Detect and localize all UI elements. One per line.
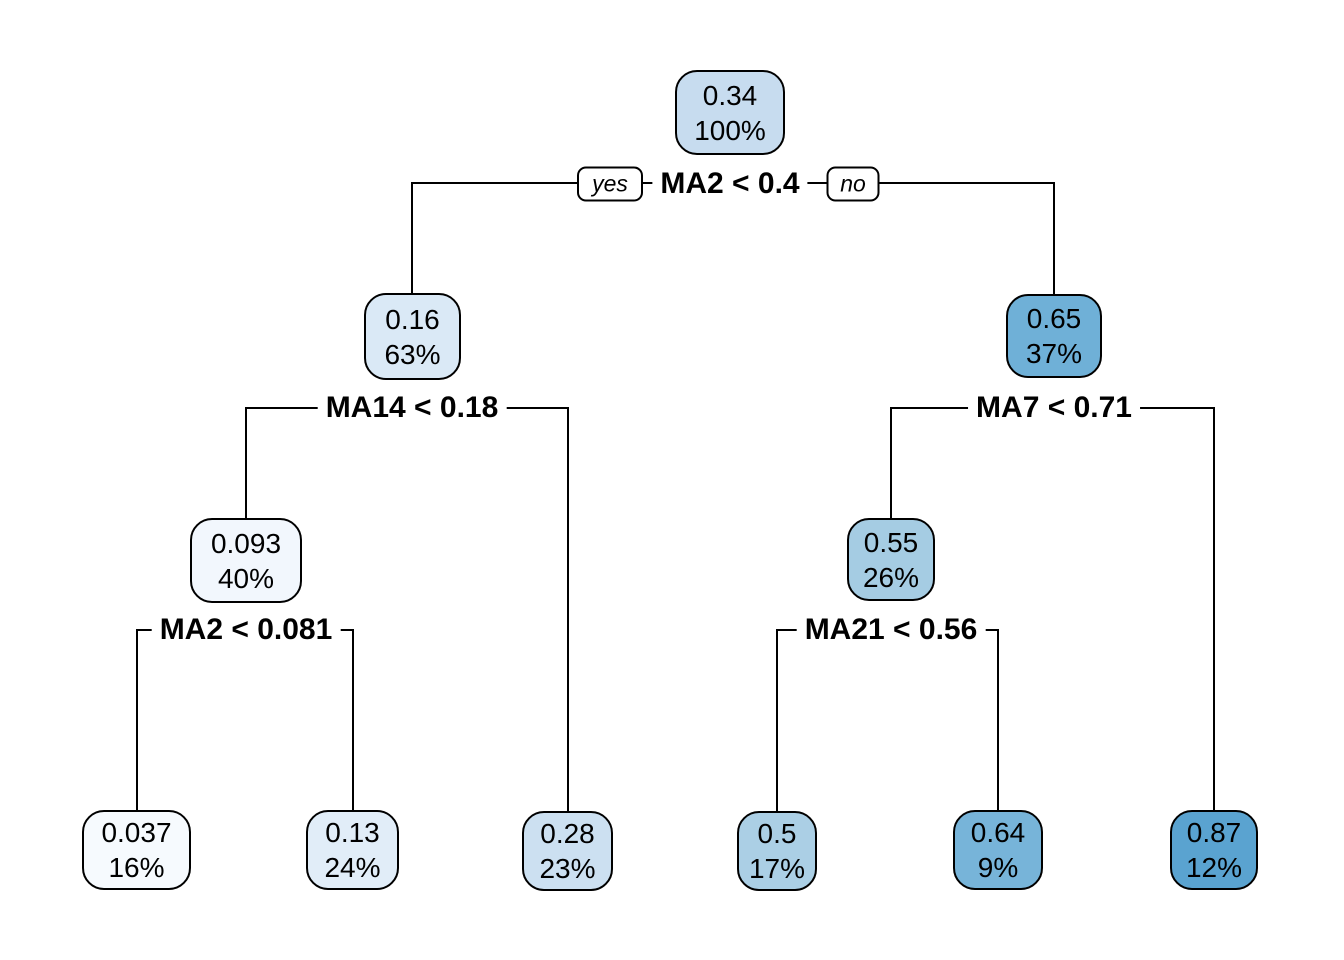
node-percent: 40% [217, 562, 275, 594]
split-label-ma21: MA21 < 0.56 [796, 613, 986, 647]
leaf-node-6: 0.87 12% [1170, 810, 1258, 890]
leaf-node-4: 0.5 17% [737, 811, 817, 891]
split-label-root: MA2 < 0.4 [652, 167, 808, 201]
split-label-ma2b: MA2 < 0.081 [151, 613, 341, 647]
branch-line [890, 407, 892, 519]
node-value: 0.13 [325, 817, 380, 848]
node-value: 0.65 [1026, 303, 1082, 334]
tree-node-right-left: 0.55 26% [847, 518, 935, 601]
node-value: 0.34 [702, 79, 758, 111]
tree-node-root: 0.34 100% [675, 70, 785, 155]
leaf-node-3: 0.28 23% [522, 811, 613, 891]
node-percent: 9% [977, 852, 1019, 883]
node-percent: 12% [1185, 852, 1243, 883]
node-percent: 24% [324, 852, 381, 883]
branch-line [997, 629, 999, 811]
node-value: 0.87 [1186, 817, 1242, 848]
node-value: 0.093 [210, 527, 282, 559]
node-percent: 37% [1025, 338, 1083, 369]
node-percent: 63% [384, 338, 441, 370]
split-label-ma14: MA14 < 0.18 [317, 391, 507, 425]
branch-line [136, 629, 138, 811]
branch-line [411, 182, 413, 294]
branch-line [776, 629, 778, 812]
leaf-node-5: 0.64 9% [953, 810, 1043, 890]
node-value: 0.037 [101, 817, 172, 848]
tree-node-left: 0.16 63% [364, 293, 461, 380]
branch-line [1213, 407, 1215, 811]
node-percent: 16% [108, 852, 165, 883]
node-value: 0.64 [970, 817, 1026, 848]
node-percent: 23% [539, 853, 596, 884]
no-branch-tag: no [826, 166, 880, 202]
node-value: 0.5 [757, 818, 797, 849]
node-percent: 26% [862, 561, 920, 593]
branch-line [352, 629, 354, 811]
node-value: 0.55 [863, 526, 919, 558]
branch-line [567, 407, 569, 812]
node-percent: 17% [748, 853, 806, 884]
leaf-node-2: 0.13 24% [306, 810, 399, 890]
node-value: 0.16 [385, 303, 440, 335]
branch-line [1053, 182, 1055, 295]
tree-node-left-left: 0.093 40% [190, 518, 302, 603]
yes-branch-tag: yes [577, 166, 643, 202]
tree-node-right: 0.65 37% [1006, 294, 1102, 378]
node-value: 0.28 [540, 818, 595, 849]
branch-line [245, 407, 247, 519]
split-label-ma7: MA7 < 0.71 [968, 391, 1140, 425]
node-percent: 100% [694, 114, 766, 146]
leaf-node-1: 0.037 16% [82, 810, 191, 890]
